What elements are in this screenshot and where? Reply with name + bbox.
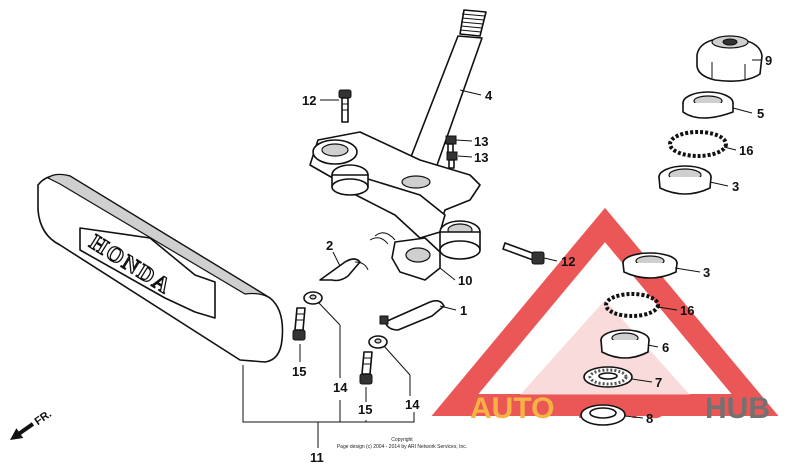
callout-4[interactable]: 4 xyxy=(485,88,493,103)
callout-3-lower[interactable]: 3 xyxy=(703,265,710,280)
callout-15-left[interactable]: 15 xyxy=(292,364,306,379)
washer-part-14-left[interactable] xyxy=(303,291,323,305)
bolt-part-12-upper[interactable] xyxy=(338,89,352,123)
steel-balls-part-16-upper[interactable] xyxy=(668,130,728,158)
fork-cover-emblem-part-11[interactable]: HONDA xyxy=(37,173,284,363)
callout-8[interactable]: 8 xyxy=(646,411,653,426)
front-direction-indicator: FR. xyxy=(10,408,54,440)
leader-lines xyxy=(242,59,762,448)
stem-nut-part-9[interactable] xyxy=(696,35,763,82)
front-direction-label: FR. xyxy=(33,408,54,428)
bearing-race-part-6[interactable] xyxy=(600,329,650,359)
callout-14-right[interactable]: 14 xyxy=(405,397,420,412)
callout-13-a[interactable]: 13 xyxy=(474,134,488,149)
callout-5[interactable]: 5 xyxy=(757,106,764,121)
callout-6[interactable]: 6 xyxy=(662,340,669,355)
watermark-logo: AUTO MOTO HUB xyxy=(431,207,779,425)
copyright-line-2: Page design (c) 2004 - 2014 by ARI Netwo… xyxy=(337,444,467,450)
bearing-race-part-3-upper[interactable] xyxy=(658,165,712,195)
watermark-word-hub: HUB xyxy=(705,392,770,425)
callout-3-upper[interactable]: 3 xyxy=(732,179,739,194)
dust-seal-part-7[interactable] xyxy=(583,366,633,388)
callout-12-lower[interactable]: 12 xyxy=(561,254,575,269)
bearing-race-part-5[interactable] xyxy=(682,91,734,119)
dust-seal-part-8[interactable] xyxy=(580,404,626,426)
clip-part-1[interactable] xyxy=(379,299,445,331)
callout-12-upper[interactable]: 12 xyxy=(302,93,316,108)
bolt-part-12-lower[interactable] xyxy=(502,242,545,265)
clip-part-2[interactable] xyxy=(319,258,369,282)
callout-15-right[interactable]: 15 xyxy=(358,402,372,417)
callout-14-left[interactable]: 14 xyxy=(333,380,348,395)
callout-9[interactable]: 9 xyxy=(765,53,772,68)
steel-balls-part-16-lower[interactable] xyxy=(604,292,660,318)
callout-7[interactable]: 7 xyxy=(655,375,662,390)
bolt-part-15-left[interactable] xyxy=(292,307,306,341)
callout-2[interactable]: 2 xyxy=(326,238,333,253)
bolt-part-15-right[interactable] xyxy=(359,351,373,385)
callout-16-upper[interactable]: 16 xyxy=(739,143,753,158)
bearing-race-part-3-lower[interactable] xyxy=(622,252,678,279)
copyright-line-1: Copyright xyxy=(391,437,413,443)
bolt-part-13-a[interactable] xyxy=(445,135,457,155)
cable-guide-part-10[interactable] xyxy=(369,232,441,281)
callout-1[interactable]: 1 xyxy=(460,303,467,318)
steering-stem-part-4[interactable] xyxy=(309,9,487,260)
front-arrow-icon xyxy=(10,422,35,440)
watermark-word-auto: AUTO xyxy=(470,392,554,425)
callout-11[interactable]: 11 xyxy=(310,450,324,465)
callout-13-b[interactable]: 13 xyxy=(474,150,488,165)
washer-part-14-right[interactable] xyxy=(368,335,388,349)
callout-labels: 4 12 13 13 9 5 16 3 2 10 12 3 16 1 6 7 8… xyxy=(292,53,772,465)
callout-16-lower[interactable]: 16 xyxy=(680,303,694,318)
callout-10[interactable]: 10 xyxy=(458,273,472,288)
copyright-notice: Copyright Page design (c) 2004 - 2014 by… xyxy=(337,437,467,450)
bolt-part-13-b[interactable] xyxy=(446,151,458,169)
